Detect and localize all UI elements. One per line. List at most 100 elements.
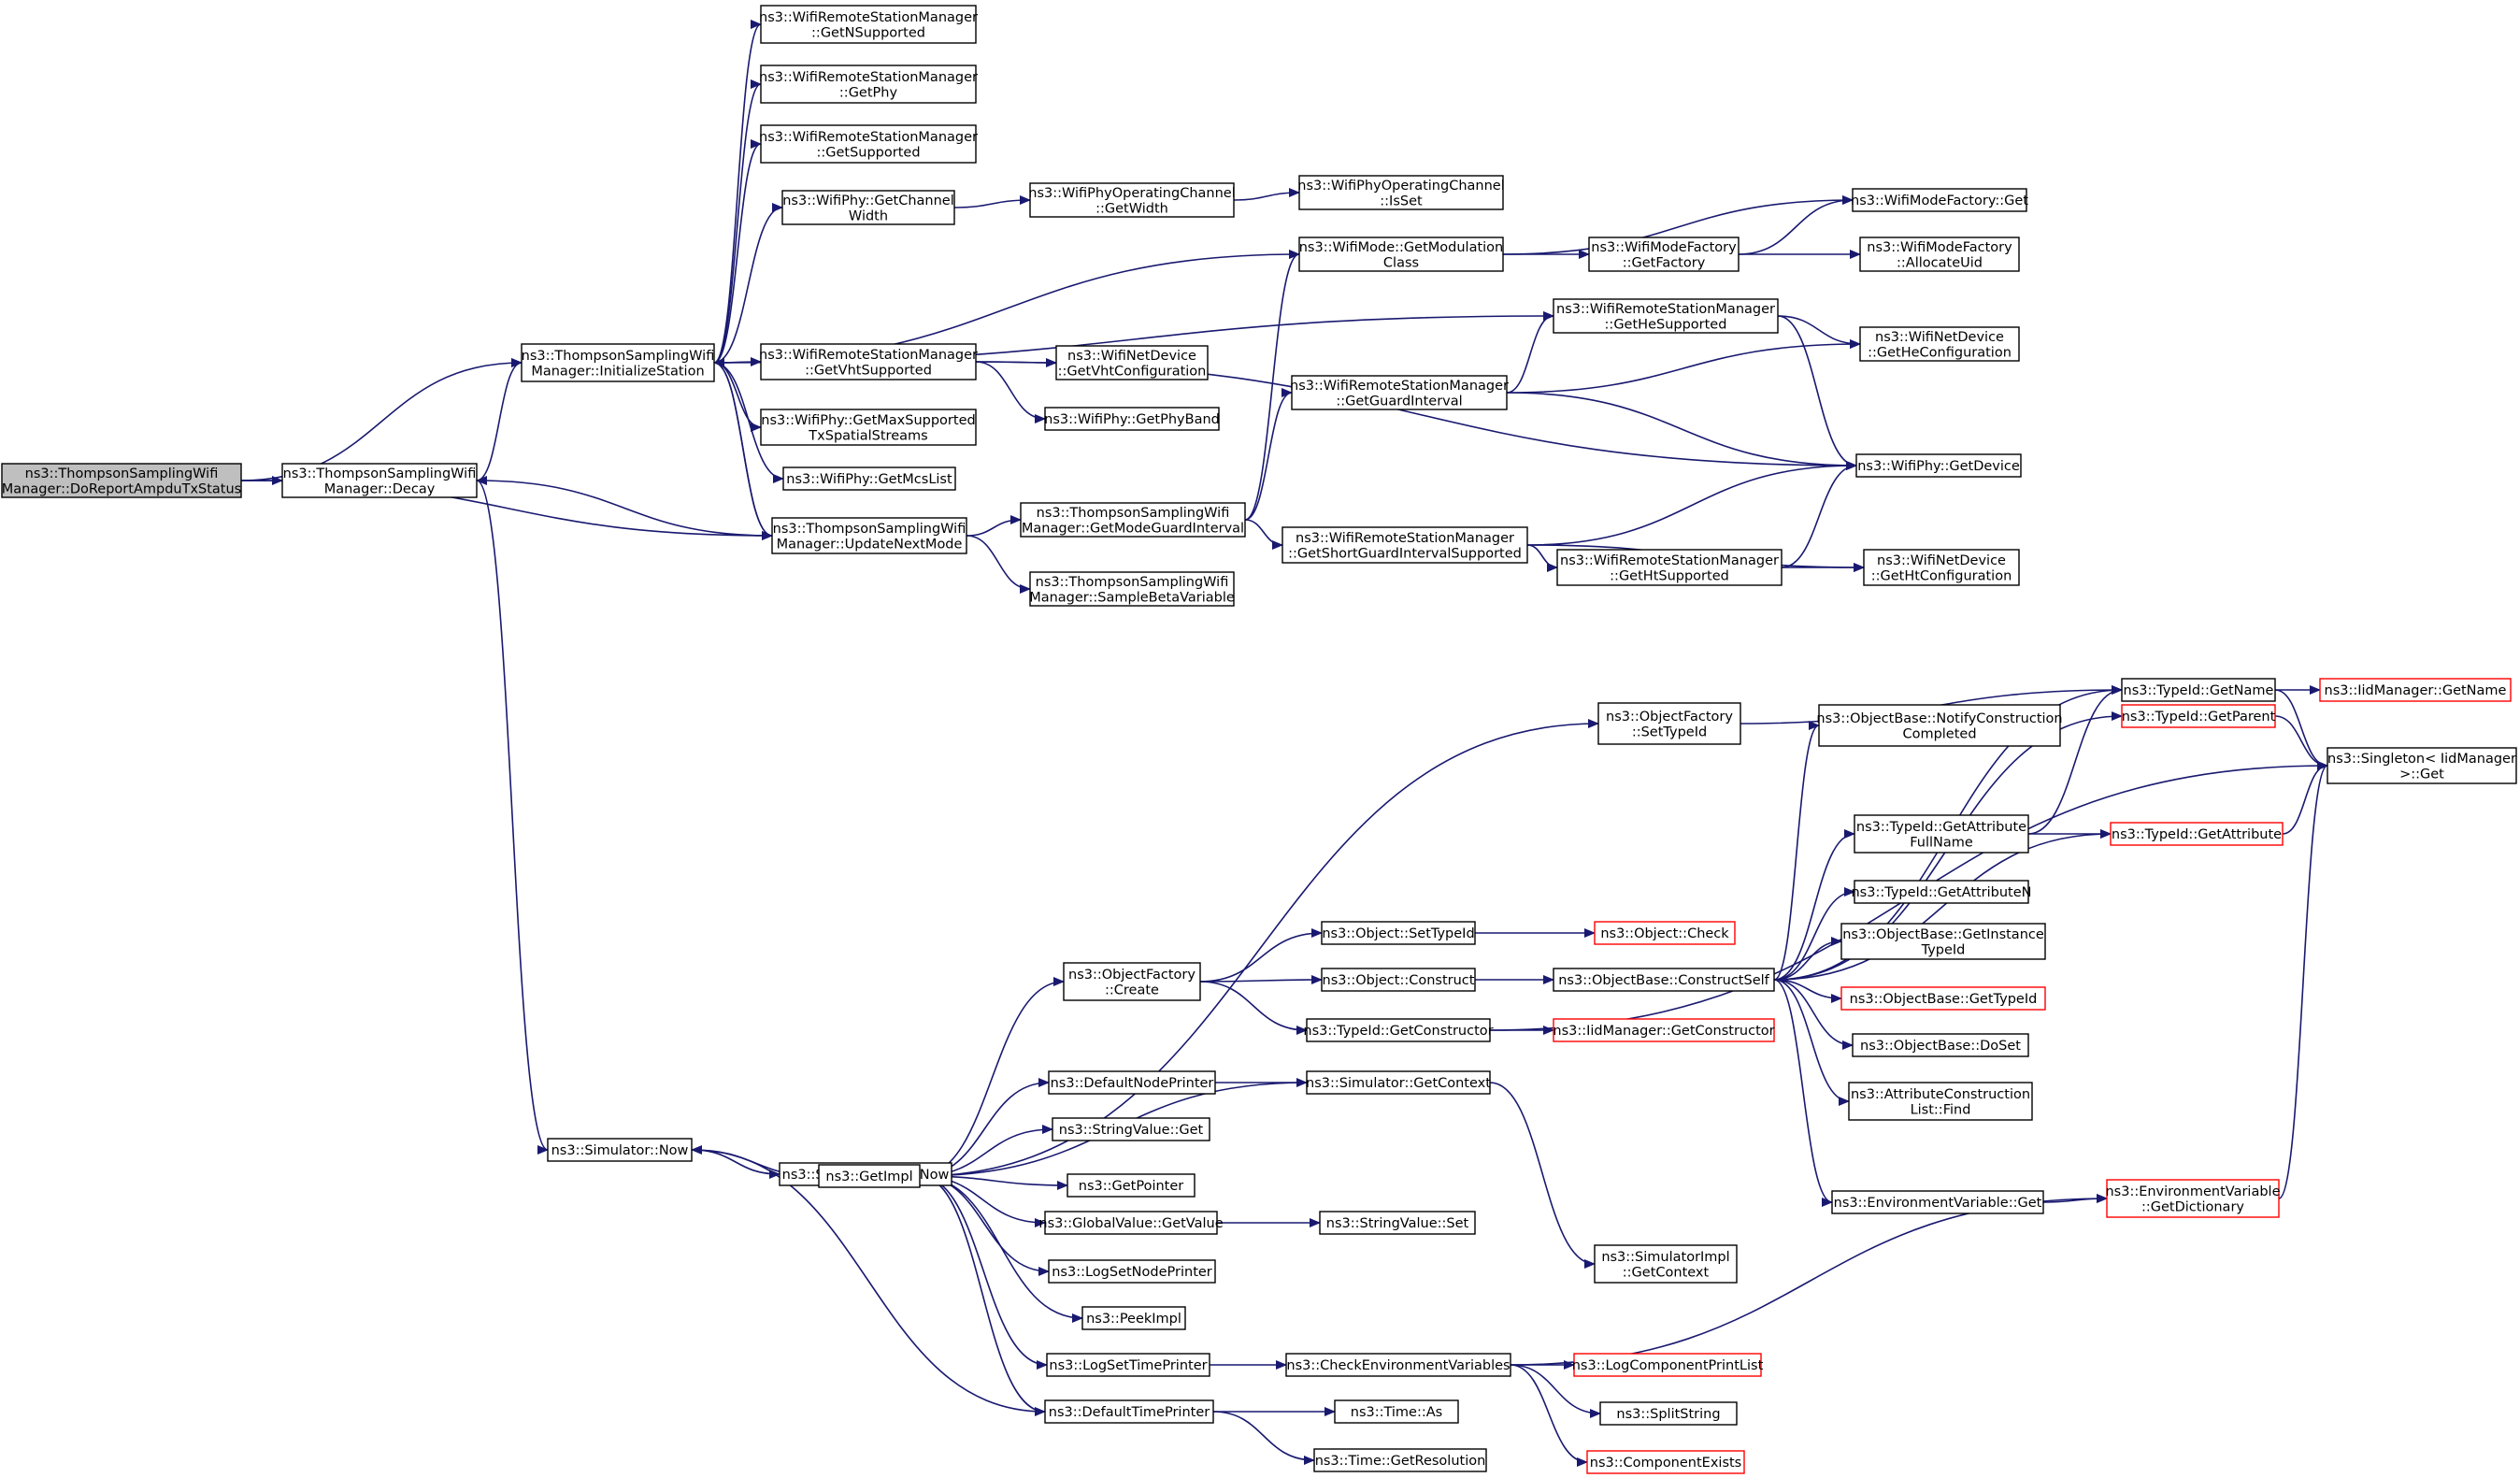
node-box: [1044, 407, 1220, 431]
node-envDict[interactable]: ns3::EnvironmentVariable::GetDictionary: [2105, 1179, 2281, 1218]
node-envGet[interactable]: ns3::EnvironmentVariable::Get: [1831, 1190, 2044, 1214]
node-label: Manager::InitializeStation: [531, 364, 704, 379]
node-box: [1588, 237, 1740, 272]
node-tidParent[interactable]: ns3::TypeId::GetParent: [2121, 704, 2276, 728]
node-label: ns3::WifiRemoteStationManager: [1560, 553, 1779, 568]
node-root[interactable]: ns3::ThompsonSamplingWifiManager::DoRepo…: [1, 463, 242, 498]
node-vhtConf[interactable]: ns3::WifiNetDevice::GetVhtConfiguration: [1055, 345, 1209, 380]
node-phyBand[interactable]: ns3::WifiPhy::GetPhyBand: [1044, 407, 1220, 431]
node-label: ns3::EnvironmentVariable::Get: [1834, 1196, 2042, 1211]
node-logNode[interactable]: ns3::LogSetNodePrinter: [1048, 1259, 1216, 1284]
edge-modeGuard-to-modClass: [1244, 250, 1300, 521]
node-label: ns3::WifiMode::GetModulation: [1299, 240, 1504, 255]
node-beta[interactable]: ns3::ThompsonSamplingWifiManager::Sample…: [1029, 571, 1235, 607]
node-obGetTid[interactable]: ns3::ObjectBase::GetTypeId: [1840, 986, 2046, 1011]
node-notify[interactable]: ns3::ObjectBase::NotifyConstructionCompl…: [1816, 704, 2063, 747]
node-timeRes[interactable]: ns3::Time::GetResolution: [1313, 1448, 1487, 1472]
node-constructSelf[interactable]: ns3::ObjectBase::ConstructSelf: [1553, 968, 1775, 992]
node-init[interactable]: ns3::ThompsonSamplingWifiManager::Initia…: [521, 343, 715, 382]
node-box: [1319, 1211, 1476, 1235]
node-label: ns3::ObjectBase::GetInstance: [1842, 927, 2044, 942]
node-htSup[interactable]: ns3::WifiRemoteStationManager::GetHtSupp…: [1556, 549, 1783, 586]
node-mfFactory[interactable]: ns3::WifiModeFactory::GetFactory: [1588, 237, 1740, 272]
node-phyDev[interactable]: ns3::WifiPhy::GetDevice: [1855, 453, 2022, 478]
node-mcsList[interactable]: ns3::WifiPhy::GetMcsList: [782, 466, 956, 491]
node-box: [1, 463, 242, 498]
node-vhtSup[interactable]: ns3::WifiRemoteStationManager::GetVhtSup…: [759, 343, 978, 380]
node-label: ns3::WifiPhy::GetMaxSupported: [761, 413, 975, 428]
node-heSup[interactable]: ns3::WifiRemoteStationManager::GetHeSupp…: [1553, 298, 1779, 334]
node-heConf[interactable]: ns3::WifiNetDevice::GetHeConfiguration: [1859, 326, 2020, 362]
node-objSetTid[interactable]: ns3::Object::SetTypeId: [1321, 921, 1476, 945]
node-modeGuard[interactable]: ns3::ThompsonSamplingWifiManager::GetMod…: [1020, 502, 1246, 538]
node-mfGet[interactable]: ns3::WifiModeFactory::Get: [1851, 188, 2028, 212]
node-box: [1859, 326, 2020, 362]
node-getPhy[interactable]: ns3::WifiRemoteStationManager::GetPhy: [759, 65, 978, 104]
edge-mfFactory-to-mfGet: [1738, 195, 1854, 255]
edge-guard-to-phyDev: [1506, 392, 1857, 470]
edge-constructSelf-to-acFind: [1773, 979, 1850, 1106]
node-logPrint[interactable]: ns3::LogComponentPrintList: [1572, 1353, 1764, 1377]
node-iidCtor[interactable]: ns3::IidManager::GetConstructor: [1553, 1018, 1775, 1042]
node-opIsSet[interactable]: ns3::WifiPhyOperatingChannel::IsSet: [1297, 175, 1505, 210]
node-label: Manager::SampleBetaVariable: [1029, 590, 1235, 605]
node-doSet[interactable]: ns3::ObjectBase::DoSet: [1852, 1033, 2029, 1057]
node-dtp[interactable]: ns3::DefaultTimePrinter: [1044, 1399, 1214, 1424]
node-getNSup[interactable]: ns3::WifiRemoteStationManager::GetNSuppo…: [759, 5, 978, 44]
node-label: ::GetFactory: [1623, 255, 1706, 270]
node-singleton[interactable]: ns3::Singleton< IidManager>::Get: [2327, 747, 2517, 784]
node-gvGet[interactable]: ns3::GlobalValue::GetValue: [1038, 1211, 1224, 1235]
node-dnp[interactable]: ns3::DefaultNodePrinter: [1048, 1070, 1216, 1095]
node-label: ns3::SimulatorImpl: [1601, 1250, 1729, 1265]
edge-simCtx-to-implCtx: [1489, 1082, 1596, 1269]
node-peek[interactable]: ns3::PeekImpl: [1081, 1306, 1186, 1330]
node-checkEnv[interactable]: ns3::CheckEnvironmentVariables: [1285, 1353, 1511, 1377]
node-label: ::GetContext: [1623, 1265, 1710, 1280]
node-getPtr[interactable]: ns3::GetPointer: [1067, 1173, 1196, 1198]
node-simNow[interactable]: ns3::Simulator::Now: [547, 1138, 693, 1162]
node-maxSS[interactable]: ns3::WifiPhy::GetMaxSupportedTxSpatialSt…: [760, 409, 977, 446]
node-iidName[interactable]: ns3::IidManager::GetName: [2319, 678, 2512, 702]
node-simCtx[interactable]: ns3::Simulator::GetContext: [1306, 1070, 1491, 1095]
node-strGet[interactable]: ns3::StringValue::Get: [1052, 1117, 1210, 1141]
node-mfAlloc[interactable]: ns3::WifiModeFactory::AllocateUid: [1859, 237, 2020, 272]
node-ofSet[interactable]: ns3::ObjectFactory::SetTypeId: [1597, 702, 1741, 745]
node-split[interactable]: ns3::SplitString: [1599, 1401, 1738, 1426]
edge-dtp-to-simNow: [691, 1145, 1046, 1413]
node-objCheck[interactable]: ns3::Object::Check: [1594, 921, 1736, 945]
node-compExists[interactable]: ns3::ComponentExists: [1586, 1450, 1745, 1474]
node-tidCtor[interactable]: ns3::TypeId::GetConstructor: [1303, 1018, 1494, 1042]
node-update[interactable]: ns3::ThompsonSamplingWifiManager::Update…: [771, 517, 967, 554]
node-label: ns3::TypeId::GetName: [2124, 683, 2274, 698]
node-objConstruct[interactable]: ns3::Object::Construct: [1321, 968, 1476, 992]
node-sgiSup[interactable]: ns3::WifiRemoteStationManager::GetShortG…: [1281, 526, 1528, 564]
node-opWidth[interactable]: ns3::WifiPhyOperatingChannel::GetWidth: [1028, 182, 1236, 218]
node-tidAttr[interactable]: ns3::TypeId::GetAttribute: [2110, 822, 2284, 846]
node-box: [1298, 175, 1504, 210]
node-getImpl[interactable]: ns3::GetImpl: [818, 1164, 921, 1188]
node-label: ns3::DefaultNodePrinter: [1051, 1076, 1214, 1091]
node-timeAs[interactable]: ns3::Time::As: [1334, 1399, 1459, 1424]
node-label: ns3::TypeId::GetAttribute: [2112, 827, 2282, 842]
node-guard[interactable]: ns3::WifiRemoteStationManager::GetGuardI…: [1290, 375, 1509, 410]
node-logTime[interactable]: ns3::LogSetTimePrinter: [1046, 1353, 1210, 1377]
node-attrN[interactable]: ns3::TypeId::GetAttributeN: [1851, 880, 2032, 904]
node-getSup[interactable]: ns3::WifiRemoteStationManager::GetSuppor…: [759, 124, 978, 164]
node-box: [1594, 921, 1736, 945]
node-htConf[interactable]: ns3::WifiNetDevice::GetHtConfiguration: [1863, 549, 2020, 586]
node-label: Class: [1383, 255, 1419, 270]
edge-getImpl-to-ofCreate: [919, 977, 1065, 1177]
node-implCtx[interactable]: ns3::SimulatorImpl::GetContext: [1594, 1244, 1738, 1284]
node-ofCreate[interactable]: ns3::ObjectFactory::Create: [1063, 962, 1201, 1001]
node-box: [760, 5, 977, 44]
node-strSet[interactable]: ns3::StringValue::Set: [1319, 1211, 1476, 1235]
node-box: [1281, 526, 1528, 564]
edge-update-to-beta: [966, 535, 1031, 594]
node-tidName[interactable]: ns3::TypeId::GetName: [2121, 678, 2276, 702]
